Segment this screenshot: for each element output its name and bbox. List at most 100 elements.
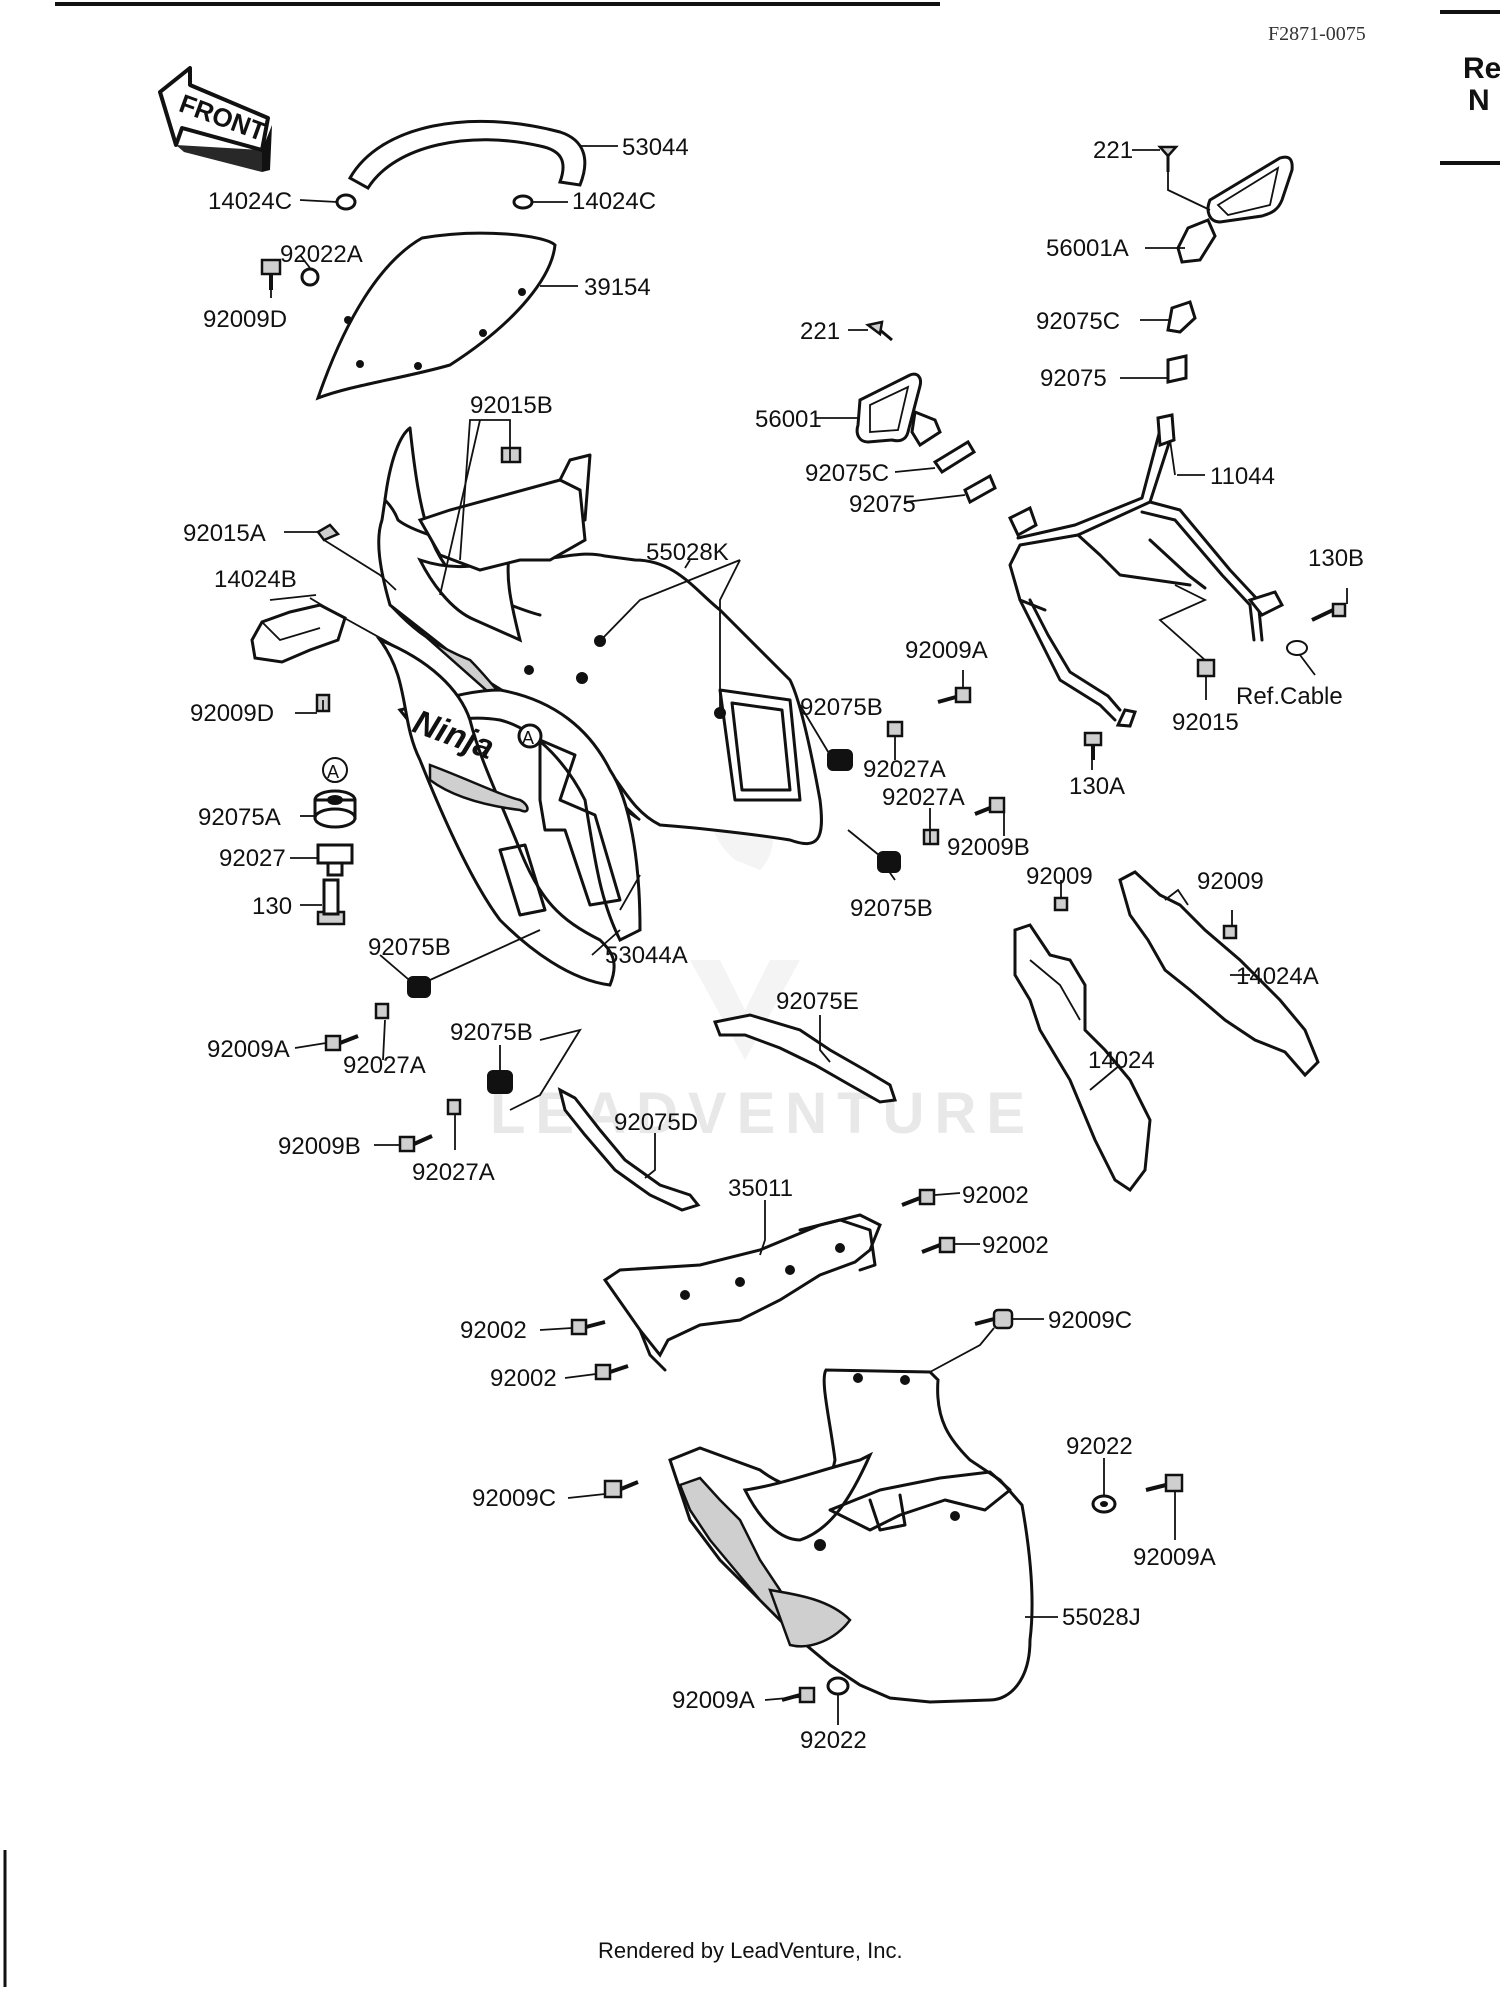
grommet-92075b-left bbox=[407, 976, 431, 998]
footer-credit: Rendered by LeadVenture, Inc. bbox=[598, 1938, 903, 1963]
mount-92075-right bbox=[1166, 354, 1188, 384]
screw-92009a-right bbox=[1145, 1473, 1184, 1493]
mount-92075c-left bbox=[932, 439, 977, 475]
bolt-130b bbox=[1311, 602, 1347, 622]
label-92002-l1: 92002 bbox=[460, 1317, 527, 1344]
clip-14024c-left bbox=[335, 193, 357, 211]
label-92075-left: 92075 bbox=[849, 491, 916, 518]
label-55028j: 55028J bbox=[1062, 1604, 1141, 1631]
screw-92009-right bbox=[1222, 924, 1238, 940]
screw-92009a-mid bbox=[937, 686, 972, 704]
trim-92075d bbox=[557, 1087, 701, 1212]
screw-92002-l1 bbox=[570, 1318, 606, 1336]
label-ref-cable: Ref.Cable bbox=[1236, 683, 1343, 710]
nut-92027a-right2 bbox=[922, 828, 940, 846]
label-92027a-bottom: 92027A bbox=[412, 1159, 495, 1186]
label-92075b-bottom: 92075B bbox=[450, 1019, 533, 1046]
clip-14024c-right bbox=[512, 194, 534, 210]
nut-92015 bbox=[1196, 658, 1216, 678]
label-11044: 11044 bbox=[1210, 463, 1275, 490]
screw-221-left bbox=[865, 320, 893, 342]
label-92009a-bottom: 92009A bbox=[672, 1687, 755, 1714]
grommet-92075b-right1 bbox=[827, 749, 853, 771]
screw-92002-r2 bbox=[921, 1236, 956, 1254]
label-92027: 92027 bbox=[219, 845, 286, 872]
cut-off-text-2: N bbox=[1468, 84, 1490, 117]
label-92075-right: 92075 bbox=[1040, 365, 1107, 392]
lower-cowl-55028j bbox=[668, 1368, 1034, 1704]
mirror-56001 bbox=[855, 372, 942, 448]
label-35011: 35011 bbox=[728, 1175, 793, 1202]
label-92075e: 92075E bbox=[776, 988, 859, 1015]
screw-92009b-left bbox=[398, 1134, 433, 1153]
stay-bracket-11044 bbox=[1008, 413, 1285, 728]
grommet-92075a bbox=[313, 789, 357, 829]
label-221-left: 221 bbox=[800, 318, 840, 345]
windshield-trim-53044 bbox=[347, 119, 587, 191]
nut-92015b bbox=[500, 446, 522, 464]
screw-92009c-right bbox=[974, 1308, 1014, 1330]
label-92009-left: 92009 bbox=[1026, 863, 1093, 890]
leader-lines bbox=[269, 145, 1348, 1725]
label-92022a: 92022A bbox=[280, 241, 363, 268]
label-92027a-right1: 92027A bbox=[863, 756, 946, 783]
label-92009d-top: 92009D bbox=[203, 306, 287, 333]
nut-92027a-right1 bbox=[886, 720, 904, 738]
washer-92022-right bbox=[1091, 1494, 1117, 1514]
ref-cable-loop bbox=[1286, 640, 1308, 656]
cut-off-text-1: Re bbox=[1463, 52, 1500, 85]
bracket-14024b bbox=[250, 603, 347, 664]
screw-92009a-left bbox=[324, 1034, 359, 1052]
label-92027a-left: 92027A bbox=[343, 1052, 426, 1079]
label-92015a: 92015A bbox=[183, 520, 266, 547]
label-14024b: 14024B bbox=[214, 566, 297, 593]
inner-panel-53044a: Ninja A bbox=[375, 636, 642, 987]
screw-92009a-bottom bbox=[781, 1686, 816, 1704]
collar-92027 bbox=[316, 843, 354, 877]
label-130a: 130A bbox=[1069, 773, 1125, 800]
cowl-inner-bracket bbox=[417, 453, 592, 572]
inner-panel-14024 bbox=[1013, 923, 1152, 1193]
label-92015b: 92015B bbox=[470, 392, 553, 419]
grommet-92075b-bottom bbox=[487, 1070, 513, 1094]
label-14024c-left: 14024C bbox=[208, 188, 292, 215]
washer-92022a bbox=[300, 267, 320, 287]
bolt-130 bbox=[316, 878, 346, 926]
label-55028k: 55028K bbox=[646, 539, 729, 566]
label-92009c-left: 92009C bbox=[472, 1485, 556, 1512]
label-92009b-right: 92009B bbox=[947, 834, 1030, 861]
label-92075c-right: 92075C bbox=[1036, 308, 1120, 335]
label-92022-bottom: 92022 bbox=[800, 1727, 867, 1754]
ref-a-marker-upper: A bbox=[522, 728, 534, 748]
label-92022-right: 92022 bbox=[1066, 1433, 1133, 1460]
label-53044: 53044 bbox=[622, 134, 689, 161]
screw-92009c-left bbox=[603, 1479, 639, 1499]
label-130b: 130B bbox=[1308, 545, 1364, 572]
label-92075c-left: 92075C bbox=[805, 460, 889, 487]
screw-92009b-right bbox=[974, 796, 1006, 816]
label-92002-r1: 92002 bbox=[962, 1182, 1029, 1209]
screw-221-right bbox=[1157, 145, 1179, 172]
screw-92009d-top bbox=[260, 258, 282, 290]
mirror-56001a bbox=[1176, 155, 1294, 264]
label-92075a: 92075A bbox=[198, 804, 281, 831]
label-92075b-right2: 92075B bbox=[850, 895, 933, 922]
document-id: F2871-0075 bbox=[1268, 23, 1366, 45]
nut-92027a-bottom bbox=[446, 1098, 462, 1116]
label-92009b-left: 92009B bbox=[278, 1133, 361, 1160]
nut-92027a-left bbox=[374, 1002, 390, 1020]
label-14024c-right: 14024C bbox=[572, 188, 656, 215]
trim-92075e bbox=[712, 1013, 897, 1104]
label-14024a: 14024A bbox=[1236, 963, 1319, 990]
label-92009d-mid: 92009D bbox=[190, 700, 274, 727]
label-39154: 39154 bbox=[584, 274, 651, 301]
label-92075b-right1: 92075B bbox=[800, 694, 883, 721]
screw-92002-r1 bbox=[901, 1188, 936, 1207]
windshield-39154 bbox=[315, 231, 557, 401]
label-92027a-right2: 92027A bbox=[882, 784, 965, 811]
label-221-right: 221 bbox=[1093, 137, 1133, 164]
label-92009a-mid: 92009A bbox=[905, 637, 988, 664]
mount-92075c-right bbox=[1166, 300, 1197, 334]
